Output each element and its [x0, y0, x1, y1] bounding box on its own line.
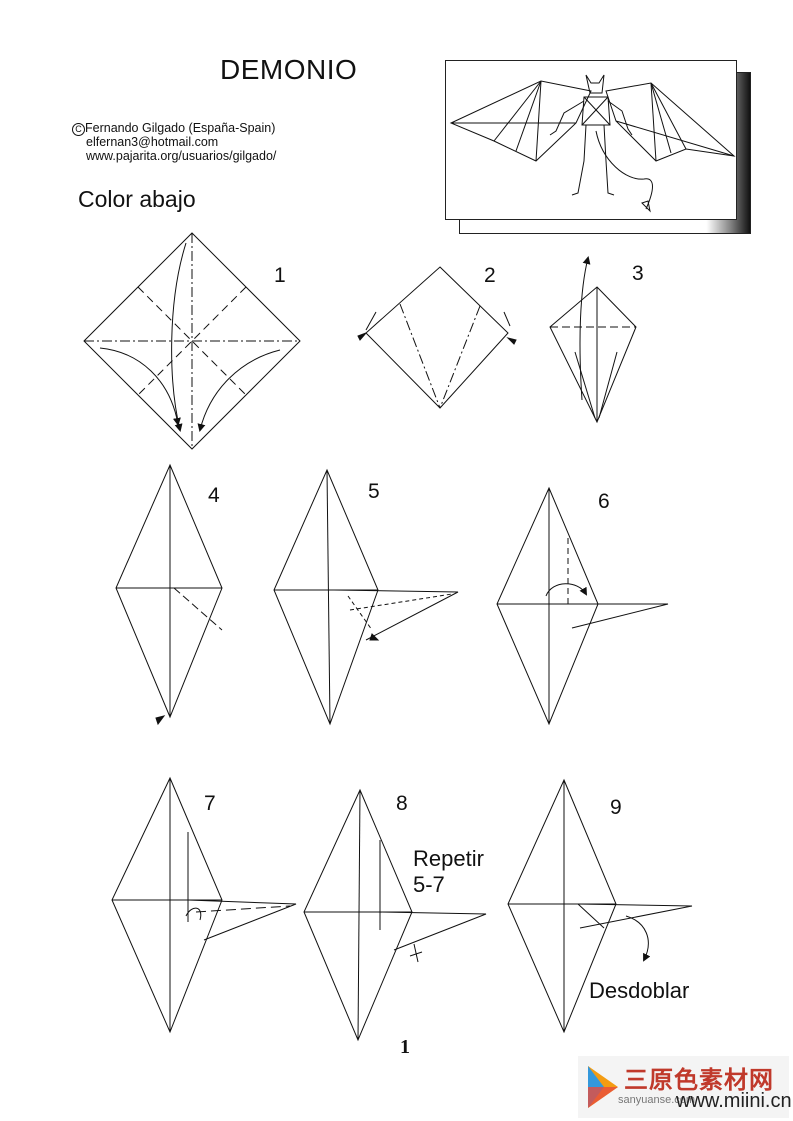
step-9-diagram [507, 778, 693, 1034]
step-number-3: 3 [632, 262, 644, 285]
step-number-7: 7 [204, 792, 216, 815]
step-8-diagram [303, 788, 487, 1042]
step-2-diagram [357, 266, 517, 409]
repeat-note-line2: 5-7 [413, 872, 445, 897]
demon-figure-drawing [449, 74, 736, 213]
watermark-latin-text: sanyuanse.com [618, 1094, 696, 1106]
step-3-diagram [549, 256, 637, 424]
unfold-note: Desdoblar [589, 978, 690, 1003]
author-website: www.pajarita.org/usuarios/gilgado/ [86, 149, 277, 163]
watermark-play-logo-icon [588, 1066, 618, 1108]
step-number-2: 2 [484, 264, 496, 287]
step-number-8: 8 [396, 792, 408, 815]
step-5-diagram [273, 468, 459, 726]
watermark-cn-text: 三原色素材网 [624, 1067, 774, 1094]
step-1-diagram [83, 232, 301, 450]
color-note: Color abajo [78, 186, 196, 212]
step-number-6: 6 [598, 490, 610, 513]
step-7-diagram [111, 776, 297, 1034]
step-6-diagram [496, 486, 669, 726]
copyright-icon: C [72, 123, 85, 136]
step-number-5: 5 [368, 480, 380, 503]
author-name: Fernando Gilgado (España-Spain) [85, 121, 276, 135]
step-4-diagram [115, 463, 223, 726]
watermark-url: www.miini.cn [676, 1090, 792, 1112]
author-email: elfernan3@hotmail.com [86, 135, 219, 149]
diagram-title: DEMONIO [220, 54, 358, 85]
finished-model-preview [445, 60, 737, 220]
repeat-note-line1: Repetir [413, 846, 484, 871]
step-number-1: 1 [274, 264, 286, 287]
step-number-4: 4 [208, 484, 220, 507]
watermark: 三原色素材网 sanyuanse.com www.miini.cn [578, 1056, 792, 1118]
page-number: 1 [400, 1036, 410, 1058]
step-number-9: 9 [610, 796, 622, 819]
